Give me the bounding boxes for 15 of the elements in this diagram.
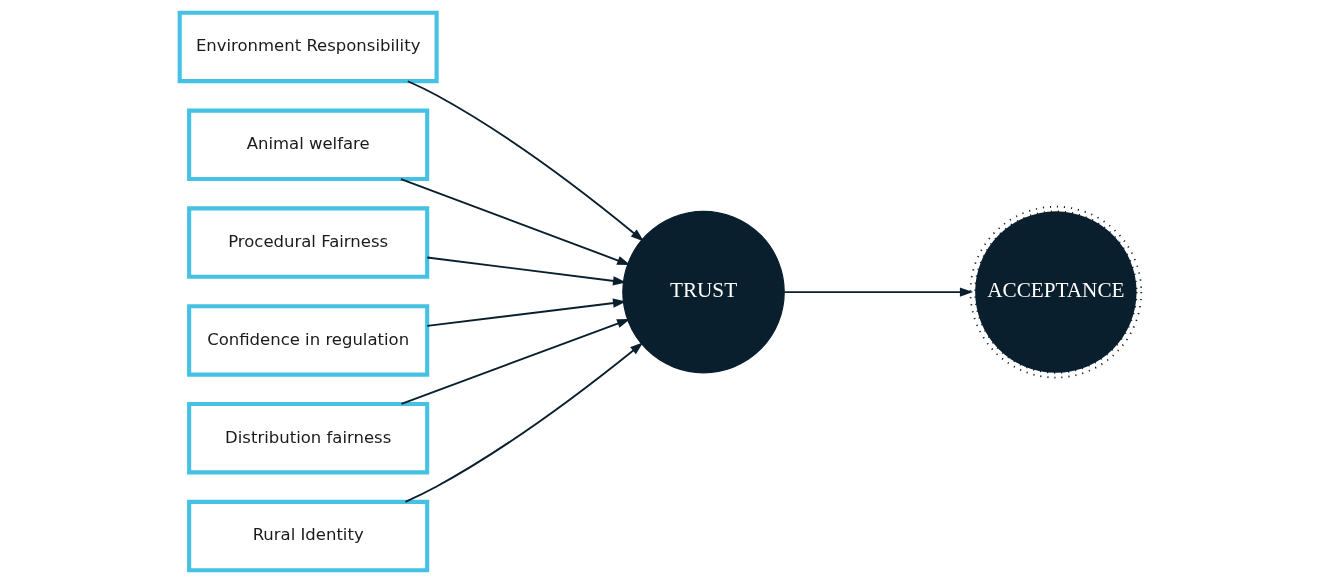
node-box: Confidence in regulation <box>186 304 429 377</box>
node-circle: ACCEPTANCE <box>969 205 1142 379</box>
arrow <box>783 287 973 297</box>
node-box: Procedural Fairness <box>186 206 429 279</box>
arrow <box>399 178 630 266</box>
node-box: Rural Identity <box>186 499 429 573</box>
arrow <box>425 298 626 327</box>
node-box: Animal welfare <box>186 108 429 181</box>
arrow <box>404 342 643 503</box>
arrow <box>425 256 626 286</box>
arrow <box>406 80 644 242</box>
arrow <box>400 318 630 405</box>
node-box: Distribution fairness <box>186 402 429 475</box>
node-circle: TRUST <box>621 210 785 374</box>
node-box: Environment Responsibility <box>177 10 439 84</box>
